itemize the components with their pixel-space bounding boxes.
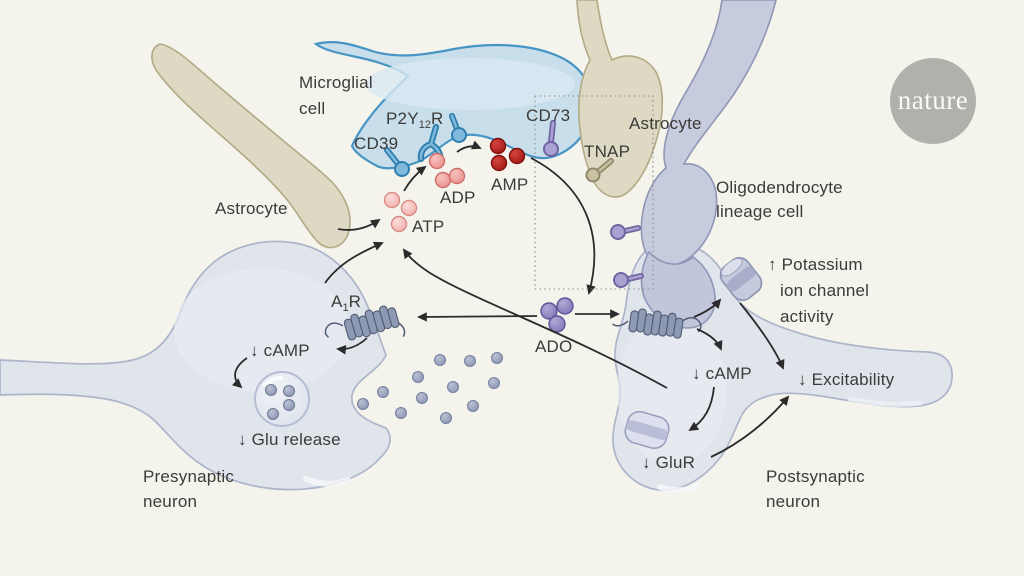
label-potassium-activity: ↑ Potassium ion channel activity — [768, 255, 870, 326]
potassium-channel-icon — [719, 257, 763, 301]
arrow-atp-to-adp — [403, 165, 427, 192]
microglial-cell-highlight — [365, 58, 575, 110]
label-excitability: ↓ Excitability — [798, 370, 895, 389]
presynaptic-neuron-sheen — [303, 476, 351, 487]
vesicle-glutamate-dots — [265, 384, 295, 420]
arrow-astrocyte-to-atp — [337, 218, 381, 231]
oligodendrocyte-lower-lobe — [640, 250, 716, 329]
label-glur: ↓ GluR — [642, 453, 696, 472]
label-astrocyte-right: Astrocyte — [629, 114, 702, 133]
arrow-a1r-to-potassium-channel — [693, 298, 722, 318]
cd39-enzyme-icon — [384, 147, 410, 177]
label-amp: AMP — [491, 175, 529, 194]
label-ado: ADO — [535, 337, 573, 356]
dendrite-sheen — [847, 396, 923, 407]
oligodendrocyte-receptor-icon-2 — [613, 272, 644, 288]
label-astrocyte-left: Astrocyte — [215, 199, 288, 218]
arrow-postsynaptic-to-atp — [402, 248, 668, 389]
label-postsynaptic-neuron: Postsynaptic neuron — [766, 467, 865, 511]
arrow-a1r-to-camp-postsynaptic — [696, 328, 723, 351]
ado-molecules — [540, 297, 574, 333]
arrow-camp-to-vesicle — [232, 357, 248, 389]
cd73-enzyme-icon — [543, 120, 559, 157]
label-adp: ADP — [440, 188, 476, 207]
atp-molecules — [383, 191, 418, 233]
nature-logo-text: nature — [897, 84, 969, 115]
arrow-channel-to-excitability — [739, 302, 785, 370]
a1r-receptor-postsynaptic-icon — [611, 308, 702, 339]
label-tnap: TNAP — [584, 142, 631, 161]
label-p2y12r: P2Y12R — [386, 109, 444, 131]
tnap-enzyme-icon — [585, 158, 614, 183]
arrow-amp-to-ado — [530, 157, 596, 295]
a1r-receptor-presynaptic-icon — [324, 305, 406, 341]
microglia-receptor-icon — [449, 113, 467, 143]
amp-molecules — [489, 137, 526, 172]
arrow-camp-to-glur — [688, 386, 715, 432]
vesicle-sheen — [263, 375, 283, 387]
oligodendrocyte-receptor-icon-1 — [610, 224, 641, 240]
astrocyte-right-cell — [576, 0, 664, 198]
glutamate-molecules — [357, 352, 503, 424]
arrow-ado-to-presynaptic-a1r — [417, 312, 538, 322]
presynaptic-neuron-highlight — [174, 268, 350, 392]
label-oligodendrocyte: Oligodendrocyte lineage cell — [716, 178, 843, 221]
flow-arrows — [232, 140, 790, 458]
glur-channel-icon — [624, 410, 670, 450]
arrow-glur-to-excitability — [710, 395, 790, 458]
arrow-adp-to-amp — [456, 140, 482, 153]
label-presynaptic-neuron: Presynaptic neuron — [143, 467, 235, 511]
adp-molecules — [428, 152, 466, 189]
label-atp: ATP — [412, 217, 445, 236]
label-a1r: A1R — [331, 292, 362, 314]
label-camp-presynaptic: ↓ cAMP — [250, 341, 310, 360]
astrocyte-left-cell — [151, 43, 351, 249]
label-cd73: CD73 — [526, 106, 571, 125]
label-glu-release: ↓ Glu release — [238, 430, 341, 449]
arrow-presynaptic-to-atp — [324, 241, 384, 284]
label-cd39: CD39 — [354, 134, 399, 153]
synaptic-vesicle — [254, 371, 310, 427]
label-microglial-cell: Microglial cell — [299, 73, 373, 118]
arrow-a1r-to-camp-presynaptic — [336, 337, 368, 355]
nature-logo: nature — [890, 58, 976, 144]
postsynaptic-neuron-sheen — [657, 483, 701, 494]
label-camp-postsynaptic: ↓ cAMP — [692, 364, 752, 383]
